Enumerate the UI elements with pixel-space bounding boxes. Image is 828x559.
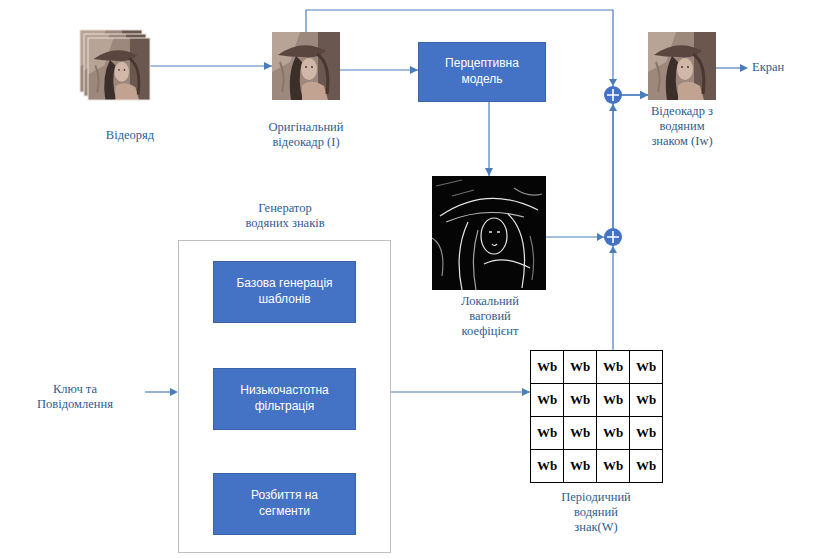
flow-arrow — [340, 69, 418, 70]
adder-symbol — [604, 228, 622, 246]
grid-cell: Wb — [530, 350, 564, 384]
process-box: Перцептивна модель — [418, 42, 546, 102]
watermark-grid: Періодичний водяний знак(W)WbWbWbWbWbWbW… — [530, 350, 662, 482]
caption: Періодичний водяний знак(W) — [557, 490, 635, 535]
arrow-head — [609, 246, 617, 253]
grid-cell: Wb — [629, 383, 663, 417]
grid-cell: Wb — [596, 416, 630, 450]
grid-cell: Wb — [563, 350, 597, 384]
adder-symbol — [604, 86, 622, 104]
caption: Локальний ваговий коефіцієнт — [453, 294, 527, 339]
edge-map-picture — [508, 214, 525, 288]
grid-cell: Wb — [563, 449, 597, 483]
grid-cell: Wb — [629, 416, 663, 450]
video-stack-picture — [80, 30, 150, 100]
arrow-head — [609, 104, 617, 111]
watermarked-frame-picture — [648, 32, 716, 100]
grid-cell: Wb — [530, 416, 564, 450]
adder-symbol — [604, 228, 622, 246]
generator-group: Генератор водяних знаківБазова генерація… — [178, 240, 391, 553]
edge-map-picture — [484, 260, 530, 268]
output-arrow — [716, 64, 748, 72]
grid-cell: Wb — [629, 449, 663, 483]
flow-arrow — [391, 391, 530, 392]
edge-map-picture — [432, 238, 443, 276]
caption: Оригінальний відеокадр (I) — [260, 120, 352, 150]
box-label: Низькочастотна фільтрація — [229, 383, 341, 414]
process-box: Низькочастотна фільтрація — [213, 368, 356, 430]
flow-arrow — [488, 102, 489, 176]
edge-map-picture — [432, 176, 546, 290]
input-label: Ключ та Повідомлення — [35, 382, 115, 412]
edge-map-picture — [481, 218, 507, 254]
output-arrow — [716, 67, 741, 68]
edge-map-picture — [432, 176, 546, 290]
original-frame-picture — [272, 32, 340, 100]
original-frame-picture — [272, 32, 340, 100]
input-arrow — [170, 388, 178, 396]
edge-map-picture — [473, 230, 478, 290]
edge-map-picture — [436, 180, 474, 196]
grid-cell: Wb — [563, 383, 597, 417]
arrow-head — [597, 79, 617, 253]
input-arrow — [145, 388, 178, 396]
video-frame: Оригінальний відеокадр (I) — [272, 32, 340, 100]
edge-map-picture — [489, 231, 500, 233]
video-stack-picture — [88, 38, 150, 100]
edge-map-picture — [440, 198, 538, 216]
box-label: Перцептивна модель — [436, 56, 528, 87]
box-label: Розбиття на сегменти — [229, 488, 341, 519]
grid-cell: Wb — [563, 416, 597, 450]
adder-symbol — [607, 89, 619, 101]
grid-cell: Wb — [596, 350, 630, 384]
output-label: Екран — [752, 60, 784, 75]
edge-map-picture — [459, 222, 468, 290]
edge-map-picture — [432, 180, 542, 290]
grid-cell: Wb — [596, 449, 630, 483]
grid-cell: Wb — [629, 350, 663, 384]
adder-symbol — [604, 86, 622, 104]
caption: Відеокадр з водяним знаком (Iw) — [644, 104, 720, 149]
image-stack: Відеоряд — [80, 30, 150, 100]
edge-map-picture — [492, 244, 497, 246]
adder-symbol — [607, 231, 619, 243]
flow-arrow — [613, 95, 648, 350]
watermarked-frame-picture — [648, 32, 716, 100]
box-label: Базова генерація шаблонів — [229, 276, 341, 307]
group-heading: Генератор водяних знаків — [236, 201, 334, 231]
arrow-head — [609, 79, 617, 86]
arrow-head — [597, 233, 604, 241]
flow-arrow — [546, 95, 648, 237]
video-stack-picture — [88, 38, 150, 100]
grid-cell: Wb — [596, 383, 630, 417]
output-arrow — [740, 64, 748, 72]
caption: Відеоряд — [88, 128, 172, 143]
edge-map-picture — [446, 213, 524, 222]
edge-map-picture — [530, 236, 534, 280]
grid-cell: Wb — [530, 383, 564, 417]
weight-map: Локальний ваговий коефіцієнт — [432, 176, 546, 290]
process-box: Розбиття на сегменти — [213, 473, 356, 535]
input-arrow — [145, 391, 171, 392]
process-box: Базова генерація шаблонів — [213, 261, 356, 323]
flow-arrow — [150, 65, 272, 66]
edge-map-picture — [514, 188, 542, 195]
watermarked-frame: Відеокадр з водяним знаком (Iw) — [648, 32, 716, 100]
grid-cell: Wb — [530, 449, 564, 483]
